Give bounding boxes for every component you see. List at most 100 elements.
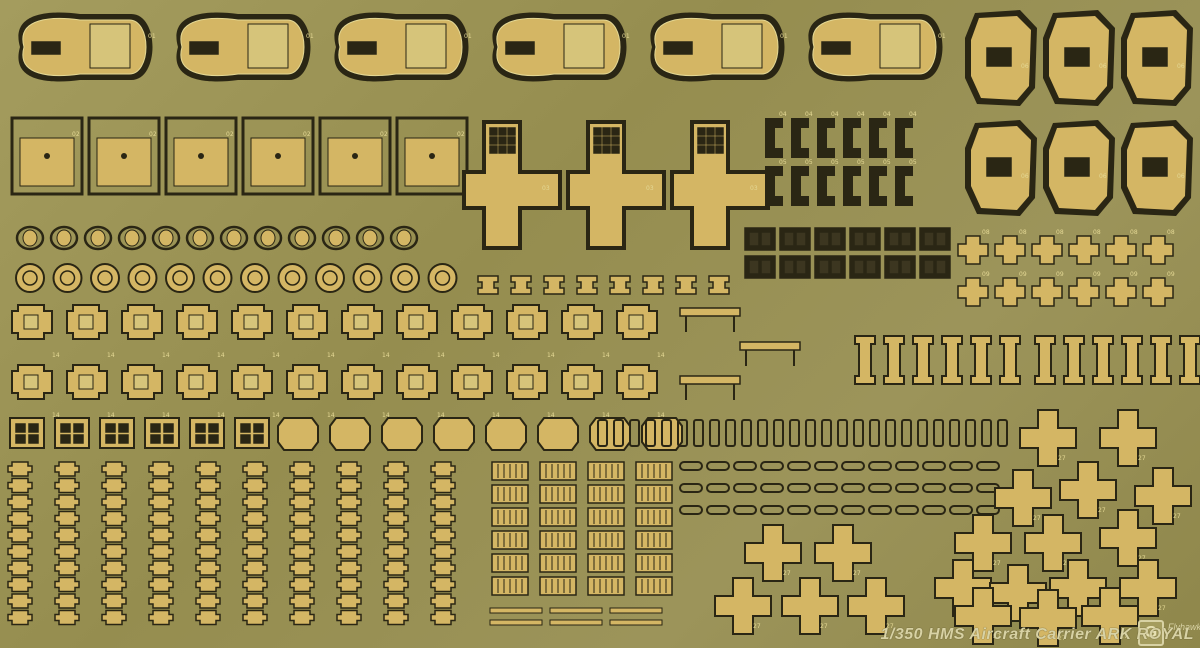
part-24 xyxy=(922,461,946,471)
svg-text:27: 27 xyxy=(853,570,861,577)
svg-text:27: 27 xyxy=(1158,605,1166,612)
part-14: 14 xyxy=(66,364,115,419)
part-21 xyxy=(383,609,409,626)
part-20 xyxy=(997,419,1008,447)
svg-text:06: 06 xyxy=(1099,63,1107,70)
part-20 xyxy=(837,419,848,447)
part-21 xyxy=(195,494,221,510)
part-21 xyxy=(383,576,409,593)
part-21 xyxy=(101,477,127,494)
part-23 xyxy=(609,619,663,626)
part-19 xyxy=(589,417,631,451)
svg-text:14: 14 xyxy=(327,352,335,359)
part-25 xyxy=(679,483,703,493)
part-10 xyxy=(321,225,351,251)
part-24 xyxy=(976,461,1000,471)
svg-text:05: 05 xyxy=(805,159,813,166)
part-21 xyxy=(101,593,127,609)
part-21 xyxy=(289,510,315,527)
part-21 xyxy=(430,477,456,494)
svg-text:03: 03 xyxy=(750,185,758,192)
part-21 xyxy=(242,576,268,593)
part-25 xyxy=(814,483,838,493)
part-22 xyxy=(587,507,625,527)
part-21 xyxy=(101,609,127,626)
svg-text:27: 27 xyxy=(1058,635,1066,642)
svg-text:14: 14 xyxy=(217,412,225,419)
part-08: 08 xyxy=(1142,229,1175,265)
part-20 xyxy=(709,419,720,447)
part-11 xyxy=(165,263,195,293)
part-22 xyxy=(539,507,577,527)
part-21 xyxy=(148,510,174,527)
part-08: 08 xyxy=(1105,229,1138,265)
part-24 xyxy=(895,461,919,471)
part-02: 02 xyxy=(10,116,84,196)
part-10 xyxy=(117,225,147,251)
part-22 xyxy=(539,553,577,573)
part-14: 14 xyxy=(396,364,445,419)
part-21 xyxy=(430,510,456,527)
svg-text:02: 02 xyxy=(303,131,311,138)
svg-text:14: 14 xyxy=(107,352,115,359)
part-21 xyxy=(101,510,127,527)
part-18 xyxy=(9,417,45,449)
part-21 xyxy=(336,527,362,543)
part-18 xyxy=(144,417,180,449)
part-21 xyxy=(54,461,80,477)
part-25 xyxy=(949,483,973,493)
part-21 xyxy=(242,477,268,494)
svg-text:14: 14 xyxy=(492,412,500,419)
svg-text:27: 27 xyxy=(783,570,791,577)
svg-text:14: 14 xyxy=(327,412,335,419)
part-24 xyxy=(679,461,703,471)
part-22 xyxy=(587,553,625,573)
part-22 xyxy=(587,484,625,504)
part-19 xyxy=(381,417,423,451)
part-16 xyxy=(941,335,963,385)
part-21 xyxy=(148,593,174,609)
part-09: 09 xyxy=(1031,271,1064,307)
part-21 xyxy=(54,477,80,494)
part-05: 05 xyxy=(765,159,787,206)
part-26 xyxy=(841,505,865,515)
part-21 xyxy=(336,477,362,494)
part-06: 06 xyxy=(1121,120,1193,216)
part-14: 14 xyxy=(396,304,445,359)
part-26 xyxy=(733,505,757,515)
part-01: 01 xyxy=(808,12,946,82)
part-26 xyxy=(706,505,730,515)
part-04: 04 xyxy=(843,111,865,158)
part-11 xyxy=(240,263,270,293)
part-21 xyxy=(101,494,127,510)
svg-text:27: 27 xyxy=(886,623,894,630)
part-10 xyxy=(151,225,181,251)
part-22 xyxy=(587,461,625,481)
part-14: 14 xyxy=(451,304,500,359)
svg-text:04: 04 xyxy=(805,111,813,118)
part-14: 14 xyxy=(286,304,335,359)
part-16 xyxy=(999,335,1021,385)
part-14: 14 xyxy=(121,364,170,419)
svg-text:09: 09 xyxy=(1019,271,1027,278)
svg-text:08: 08 xyxy=(982,229,990,236)
svg-text:05: 05 xyxy=(857,159,865,166)
part-07 xyxy=(814,227,846,251)
part-10 xyxy=(49,225,79,251)
part-09: 09 xyxy=(1142,271,1175,307)
part-21 xyxy=(430,560,456,576)
part-07 xyxy=(919,255,951,279)
part-11 xyxy=(352,263,383,293)
part-11 xyxy=(127,263,158,293)
svg-text:14: 14 xyxy=(547,412,555,419)
part-14: 14 xyxy=(176,364,225,419)
part-14: 14 xyxy=(286,364,335,419)
part-04: 04 xyxy=(869,111,891,158)
part-01: 01 xyxy=(176,12,314,82)
svg-text:09: 09 xyxy=(982,271,990,278)
svg-text:09: 09 xyxy=(1056,271,1064,278)
part-19 xyxy=(277,417,319,451)
part-21 xyxy=(101,461,127,477)
svg-text:27: 27 xyxy=(1120,633,1128,640)
